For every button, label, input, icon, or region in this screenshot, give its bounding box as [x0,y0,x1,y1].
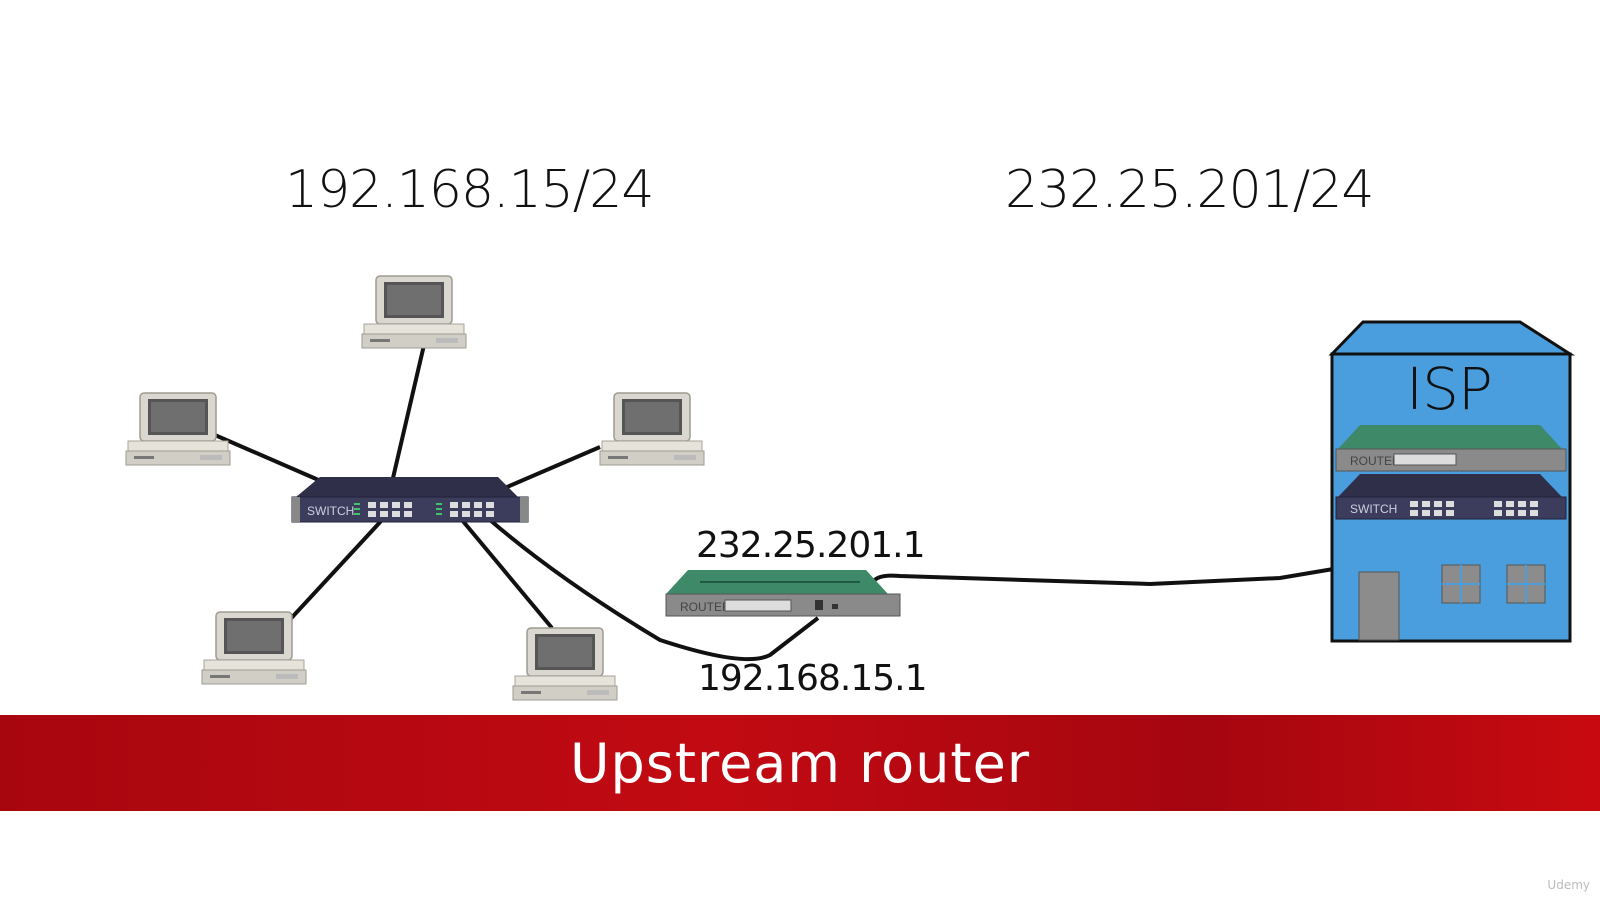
cable-switch-pc-bottom-left [282,518,384,628]
cable-router-isp [871,518,1417,587]
cable-switch-pc-top [391,344,426,479]
banner-title: Upstream router [569,731,1031,795]
isp-building: ROUTER SWITCH [1328,320,1576,643]
network-left-label: 192.168.15/24 [285,160,654,220]
isp-window-left [1441,564,1481,604]
switch-device: SWITCH [291,477,529,523]
isp-window-right [1506,564,1546,604]
router-device: ROUTER [665,570,901,617]
router-lan-ip: 192.168.15.1 [698,658,927,699]
switch-device-label: SWITCH [307,504,354,518]
computer-left [125,392,231,466]
computer-bottom-right [512,627,618,701]
isp-door [1358,571,1400,641]
isp-switch-label: SWITCH [1350,502,1397,516]
isp-router-label: ROUTER [1350,454,1401,468]
title-banner: Upstream router [0,715,1600,811]
cable-switch-pc-right [499,445,601,492]
cables [207,344,1417,662]
computer-right [599,392,705,466]
isp-label: ISP [1406,355,1493,423]
network-right-label: 232.25.201/24 [1005,160,1374,220]
router-device-label: ROUTER [680,600,731,614]
cable-switch-pc-bottom-right [460,518,554,630]
watermark: Udemy [1547,878,1590,892]
router-wan-ip: 232.25.201.1 [696,525,925,566]
computer-top [361,275,467,349]
cable-switch-router [488,518,820,662]
computer-bottom-left [201,611,307,685]
